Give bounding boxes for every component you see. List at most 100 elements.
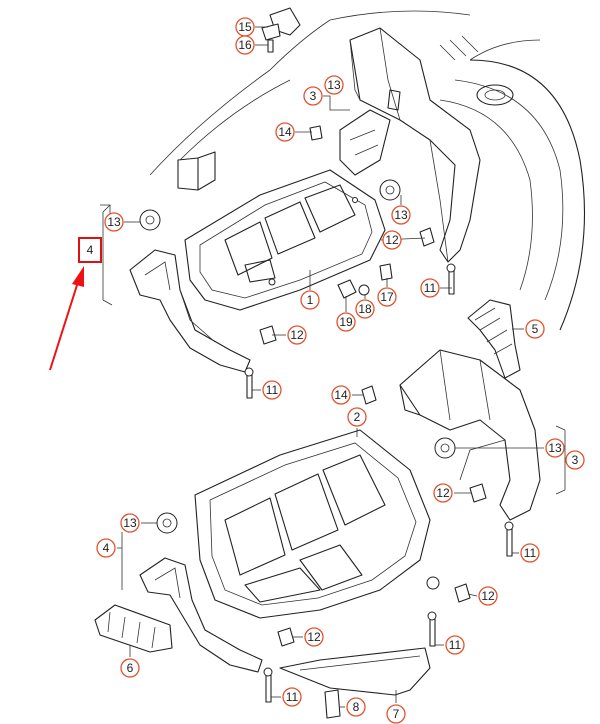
callout-circle: [235, 35, 255, 55]
callout-circle: [377, 287, 397, 307]
callout-circle: [331, 385, 351, 405]
callout-3: 3: [303, 86, 323, 106]
callout-circle: [304, 627, 324, 647]
callout-label: 13: [548, 441, 562, 455]
callout-label: 12: [290, 328, 304, 342]
callout-15: 15: [235, 17, 255, 37]
callout-13: 13: [545, 438, 565, 458]
callout-1: 1: [300, 290, 320, 310]
callout-7: 7: [386, 704, 406, 724]
callout-label: 12: [481, 589, 495, 603]
callout-label: 6: [127, 661, 134, 675]
callout-label: 18: [358, 302, 372, 316]
pointer-arrow: [49, 281, 79, 371]
pointer-arrow-head: [72, 266, 84, 287]
callout-label: 8: [353, 700, 360, 714]
wheelhouse-trim-upper: [339, 27, 481, 263]
callout-label: 3: [310, 89, 317, 103]
callout-circle: [382, 230, 402, 250]
callout-13: 13: [120, 513, 140, 533]
callout-11: 11: [445, 635, 465, 655]
callout-label: 16: [238, 38, 252, 52]
callout-13: 13: [391, 205, 411, 225]
callout-circle: [336, 312, 356, 332]
callout-14: 14: [331, 385, 351, 405]
side-trim-upper: [129, 249, 251, 373]
callout-circle: [262, 380, 282, 400]
callout-18: 18: [355, 299, 375, 319]
callout-circle: [324, 75, 344, 95]
callout-circle: [355, 299, 375, 319]
leader-lines: [102, 26, 566, 708]
callout-circle: [520, 543, 540, 563]
callout-circle: [282, 687, 302, 707]
bracket-15-16: [261, 7, 301, 53]
callout-circle: [565, 450, 585, 470]
callout-circle: [287, 325, 307, 345]
callout-label: 4: [103, 541, 110, 555]
callout-13: 13: [104, 212, 124, 232]
callout-2: 2: [347, 407, 367, 427]
callout-circle: [104, 212, 124, 232]
callout-circle: [386, 704, 406, 724]
callout-circle: [433, 483, 453, 503]
callout-circle: [525, 319, 545, 339]
callout-label: 11: [286, 690, 299, 704]
callout-13: 13: [324, 75, 344, 95]
underbody-panel-upper: [184, 169, 386, 311]
callout-5: 5: [525, 319, 545, 339]
callout-circle: [120, 513, 140, 533]
callout-14: 14: [275, 122, 295, 142]
callout-label: 14: [334, 388, 348, 402]
callout-label: 12: [436, 486, 450, 500]
callout-label: 7: [393, 707, 400, 721]
callout-label: 13: [107, 215, 121, 229]
callout-circle: [347, 407, 367, 427]
callout-4: 4: [96, 538, 116, 558]
underbody-panel-lower: [194, 429, 431, 619]
air-duct-6: [94, 604, 173, 653]
callout-label: 3: [572, 453, 579, 467]
callout-12: 12: [382, 230, 402, 250]
callout-12: 12: [287, 325, 307, 345]
callout-circle: [303, 86, 323, 106]
callout-label: 19: [339, 315, 353, 329]
air-duct-5: [467, 299, 521, 379]
callout-label: 1: [307, 293, 314, 307]
callout-label: 11: [449, 638, 462, 652]
callout-circle: [275, 122, 295, 142]
callout-circle: [478, 586, 498, 606]
callout-label: 12: [385, 233, 399, 247]
side-trim-lower: [139, 557, 263, 673]
callout-label: 13: [327, 78, 341, 92]
callout-19: 19: [336, 312, 356, 332]
callout-label: 15: [238, 20, 252, 34]
callout-label: 5: [532, 322, 539, 336]
callout-circle: [420, 278, 440, 298]
callout-11: 11: [282, 687, 302, 707]
wheelhouse-trim-lower: [399, 349, 541, 521]
callout-circle: [96, 538, 116, 558]
callout-circle: [545, 438, 565, 458]
callout-label: 12: [307, 630, 321, 644]
callout-11: 11: [520, 543, 540, 563]
body-outline: [100, 10, 471, 215]
fasteners-lower: [156, 385, 514, 703]
callout-label: 17: [380, 290, 394, 304]
highlight-box: [78, 237, 102, 263]
callout-11: 11: [420, 278, 440, 298]
callout-label: 13: [123, 516, 137, 530]
wheel-tire: [439, 35, 586, 331]
callout-circle: [300, 290, 320, 310]
callout-6: 6: [120, 658, 140, 678]
fasteners-upper: [139, 125, 456, 399]
sill-trim-7: [279, 647, 431, 696]
callout-label: 11: [524, 546, 537, 560]
callout-circle: [445, 635, 465, 655]
callout-circle: [391, 205, 411, 225]
callout-8: 8: [346, 697, 366, 717]
callout-label: 13: [394, 208, 408, 222]
clip-8: [324, 689, 341, 719]
